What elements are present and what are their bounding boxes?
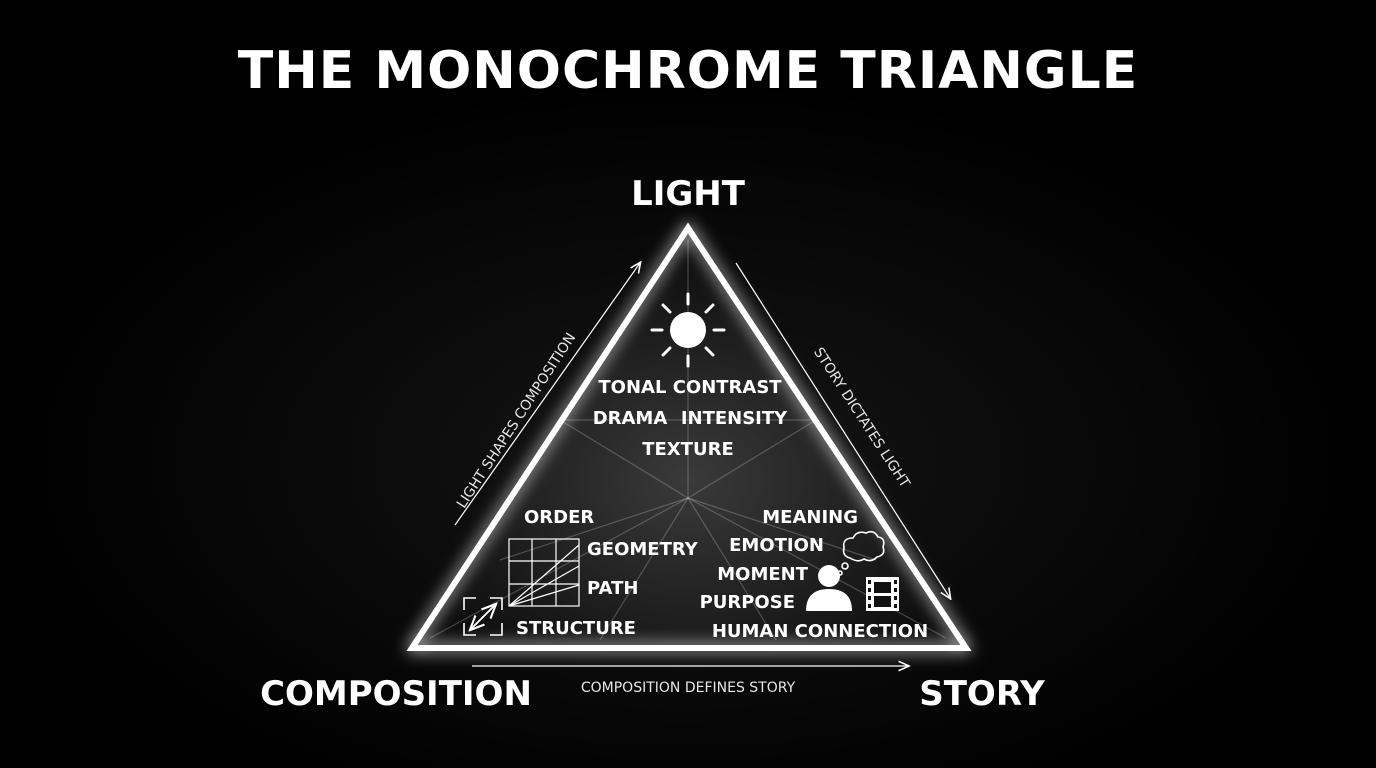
term-tonal-contrast: TONAL CONTRAST [598,377,782,398]
triangle [406,222,972,651]
sun-icon [650,292,726,368]
term-meaning: MEANING [762,507,858,528]
diagram-title: THE MONOCHROME TRIANGLE [238,41,1139,101]
bottom-edge-label: COMPOSITION DEFINES STORY [581,680,796,696]
right-edge-arrow [735,262,950,598]
left-edge-arrow [454,263,640,526]
term-moment: MOMENT [717,564,808,585]
film-strip-icon [866,577,899,611]
vertex-light-label: LIGHT [631,174,746,214]
triangle-outline [406,222,972,651]
person-icon [806,565,852,611]
term-emotion: EMOTION [729,535,824,556]
thought-bubble-icon [837,530,885,576]
term-human-connection: HUMAN CONNECTION [712,621,928,642]
light-rays [429,240,947,641]
vertex-composition-label: COMPOSITION [260,674,532,714]
term-purpose: PURPOSE [700,592,795,613]
expand-arrows-icon [463,597,503,636]
term-order: ORDER [524,507,594,528]
term-structure: STRUCTURE [516,618,636,639]
vertex-story-label: STORY [919,674,1045,714]
grid-icon [508,538,580,607]
triangle-fill [412,228,966,648]
term-texture: TEXTURE [642,439,734,460]
term-intensity: INTENSITY [681,408,788,429]
term-drama: DRAMA [593,408,668,429]
term-path: PATH [587,578,638,599]
term-geometry: GEOMETRY [587,539,699,560]
